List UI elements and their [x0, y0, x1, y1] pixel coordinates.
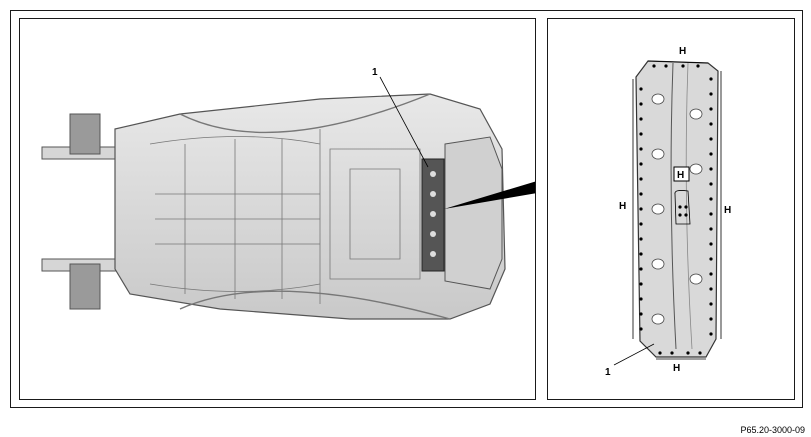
- callout-leader: [379, 76, 429, 168]
- rear-panel-body: [635, 60, 719, 358]
- callout-number: 1: [372, 67, 378, 78]
- rear-panel-detail: H H H H H 1: [547, 18, 795, 400]
- detail-callout-leader: [613, 343, 655, 366]
- reference-code: P65.20-3000-09: [740, 425, 805, 435]
- detail-callout-number: 1: [605, 367, 611, 378]
- weld-label-right: H: [724, 205, 731, 216]
- body-overview-illustration: 1: [41, 67, 535, 320]
- weld-label-top: H: [679, 46, 686, 57]
- body-shell: [114, 93, 506, 320]
- weld-points: [639, 64, 713, 355]
- detail-pointer: [444, 181, 535, 209]
- weld-label-bottom: H: [673, 363, 680, 374]
- weld-seam-markers: [632, 60, 722, 360]
- weld-label-left: H: [619, 201, 626, 212]
- floor-structure: [149, 93, 451, 320]
- rear-panel-illustration: H H H H H 1: [605, 46, 731, 378]
- body-overview-panel: 1: [19, 18, 536, 400]
- panel-holes: [651, 93, 703, 325]
- weld-label-center-box: [673, 166, 690, 182]
- weld-label-center: H: [677, 170, 684, 181]
